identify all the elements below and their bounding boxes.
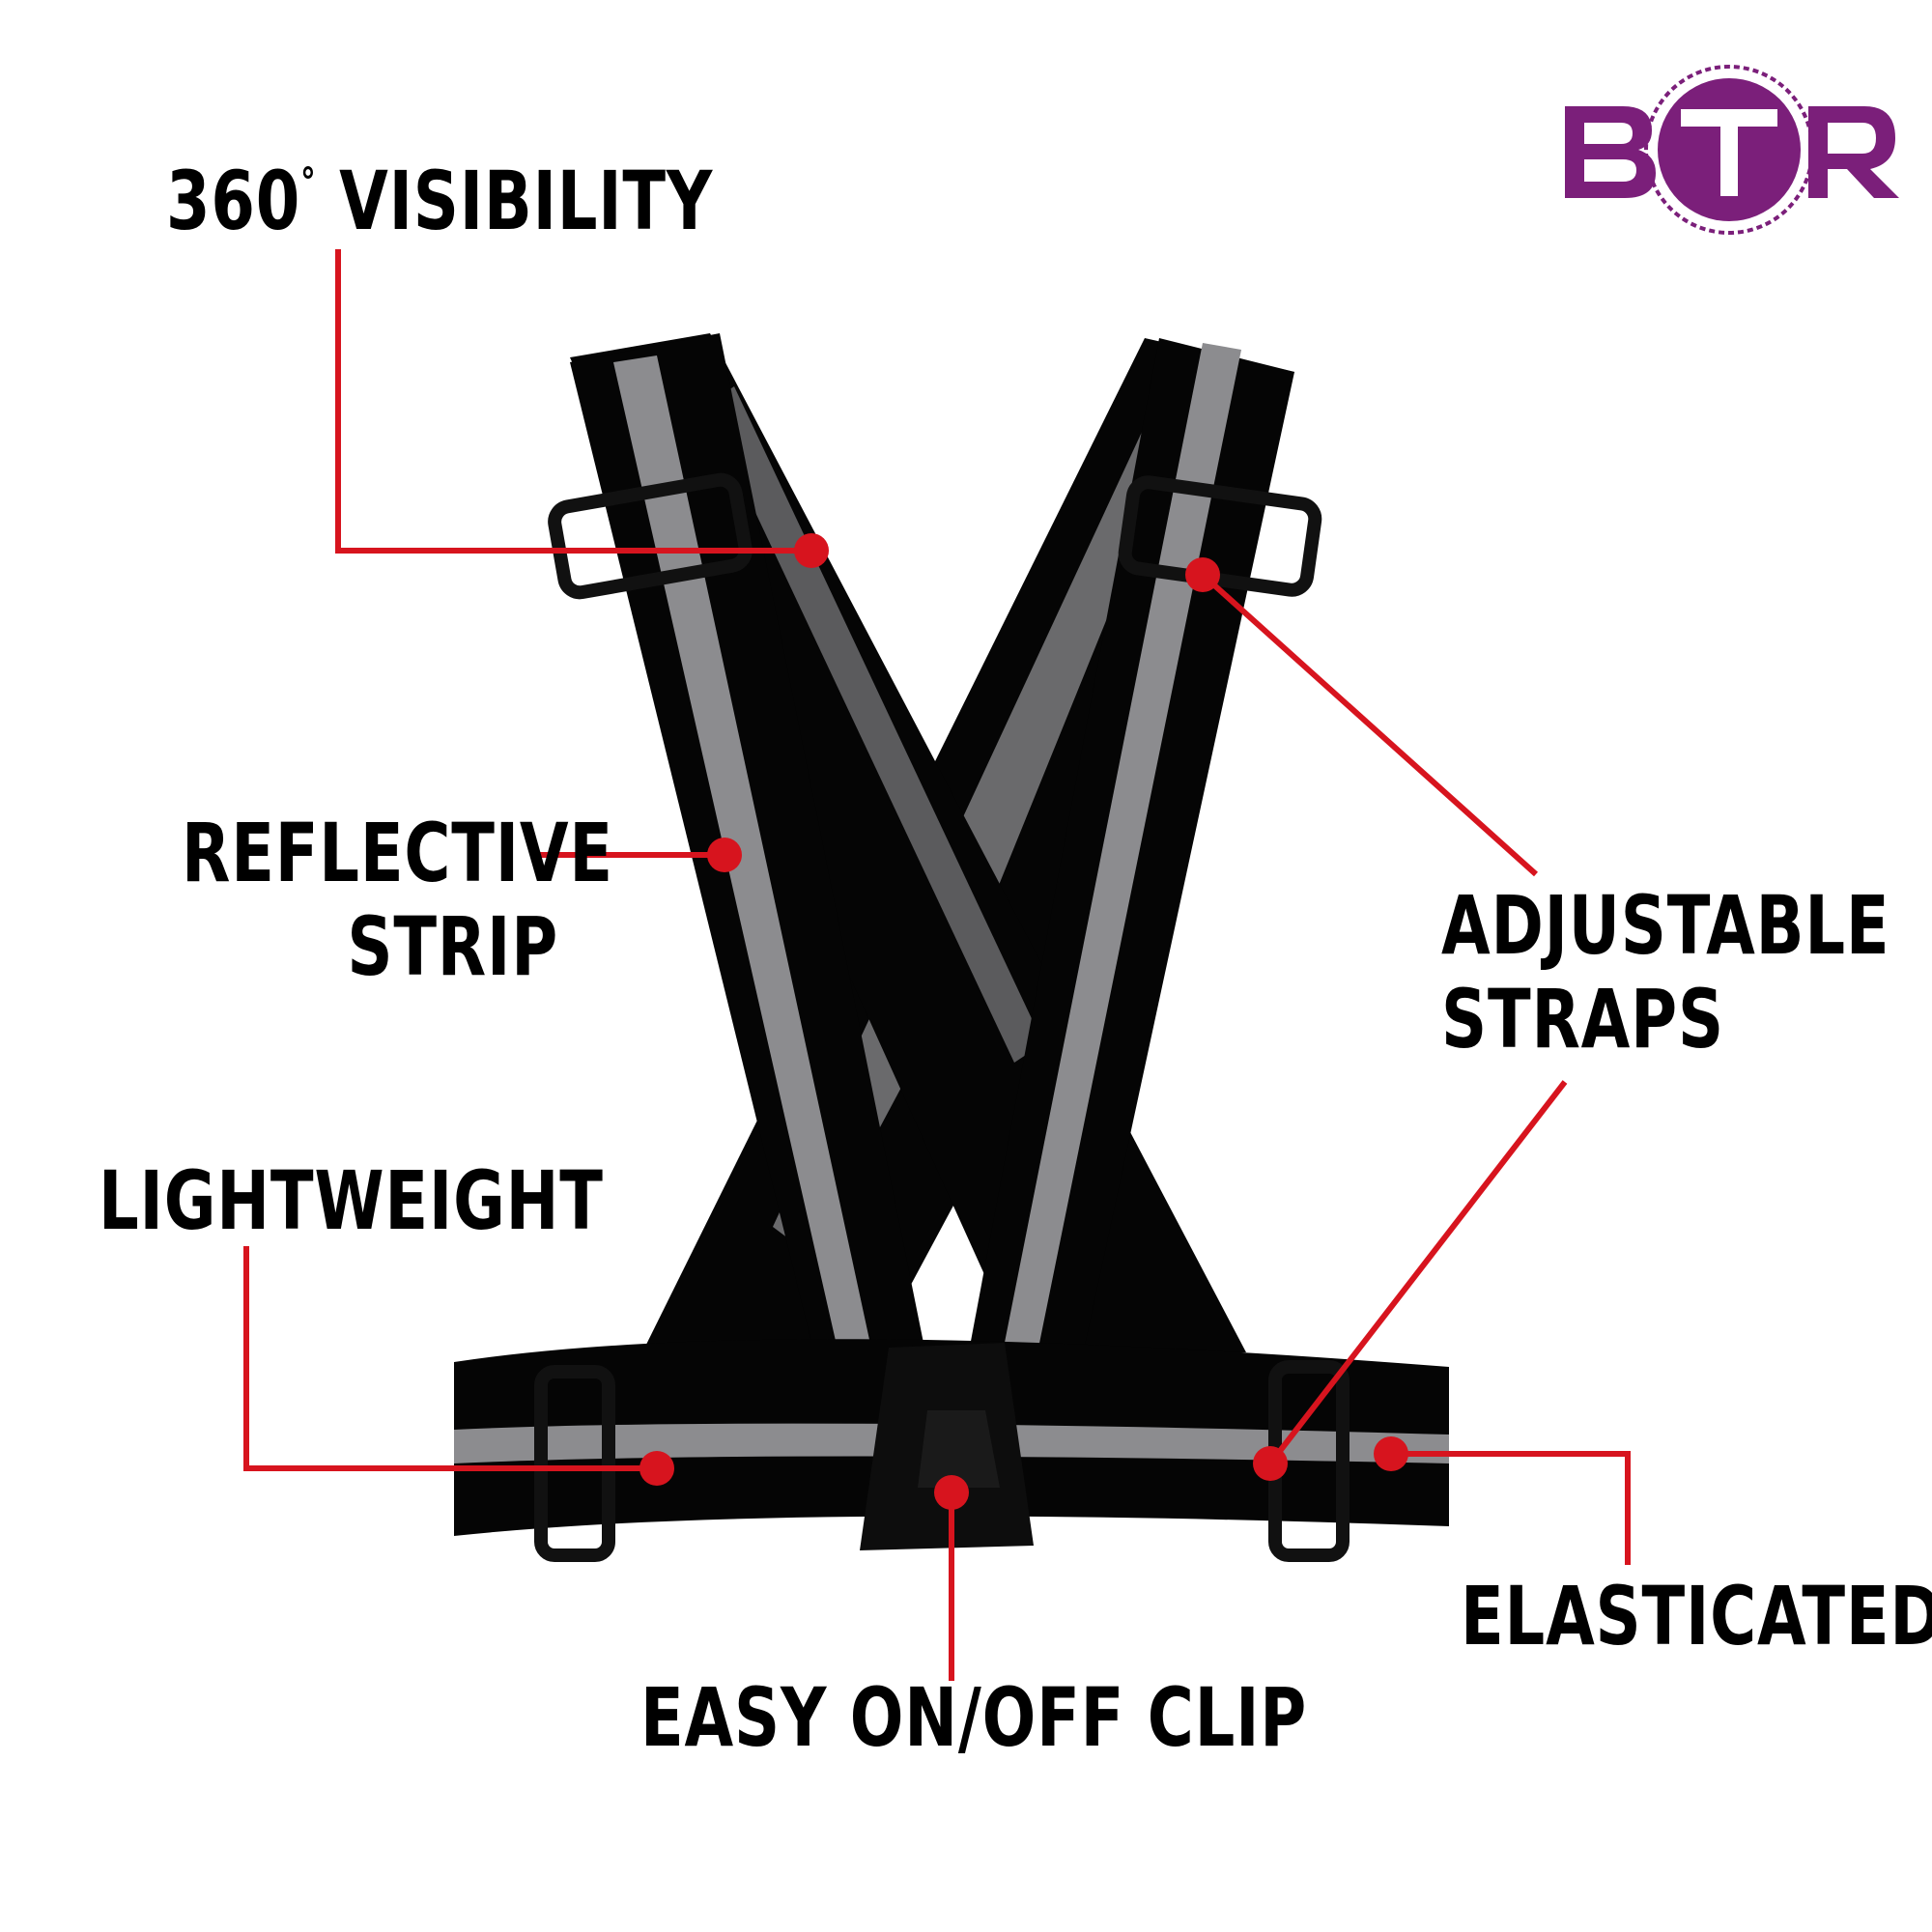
callout-reflective: REFLECTIVE STRIP [182,806,613,994]
callout-adjustable-line1: ADJUSTABLE [1441,878,1890,973]
leader-adjustable-bottom [1267,1080,1568,1465]
leader-adjustable-top [1200,572,1539,877]
callout-visibility: 360° VISIBILITY [166,155,713,248]
callout-adjustable-line2: STRAPS [1441,971,1724,1066]
callout-adjustable: ADJUSTABLE STRAPS [1441,879,1889,1065]
dot-visibility [794,533,829,568]
dot-elasticated [1374,1436,1408,1471]
belt-slider-left [534,1365,615,1562]
callout-clip-text: EASY ON/OFF CLIP [640,1670,1308,1765]
leader-elasticated [1391,1451,1631,1565]
dot-adjustable-top [1185,557,1220,592]
callout-visibility-suffix: VISIBILITY [316,154,714,248]
callout-elasticated-text: ELASTICATED [1461,1569,1932,1663]
callout-lightweight: LIGHTWEIGHT [99,1154,604,1248]
callout-reflective-line1: REFLECTIVE [182,806,613,900]
front-strap-left [570,333,927,1381]
dot-adjustable-bottom [1253,1446,1288,1481]
dot-lightweight [639,1451,674,1486]
btr-logo [1565,65,1899,235]
callout-clip: EASY ON/OFF CLIP [640,1671,1307,1765]
leader-visibility [335,249,811,554]
leader-lines [243,249,1631,1681]
front-strap-right [966,338,1294,1381]
callout-elasticated: ELASTICATED [1461,1570,1932,1663]
btr-logo-mark [1565,65,1899,235]
leader-dots [639,533,1408,1510]
leader-lightweight [243,1246,657,1471]
callout-reflective-line2: STRIP [347,898,558,994]
dot-reflective [707,838,742,872]
buckle [860,1343,1034,1550]
dot-clip [934,1475,969,1510]
callout-visibility-degree: ° [300,160,317,205]
callout-lightweight-text: LIGHTWEIGHT [99,1153,604,1248]
callout-visibility-number: 360 [166,154,301,248]
